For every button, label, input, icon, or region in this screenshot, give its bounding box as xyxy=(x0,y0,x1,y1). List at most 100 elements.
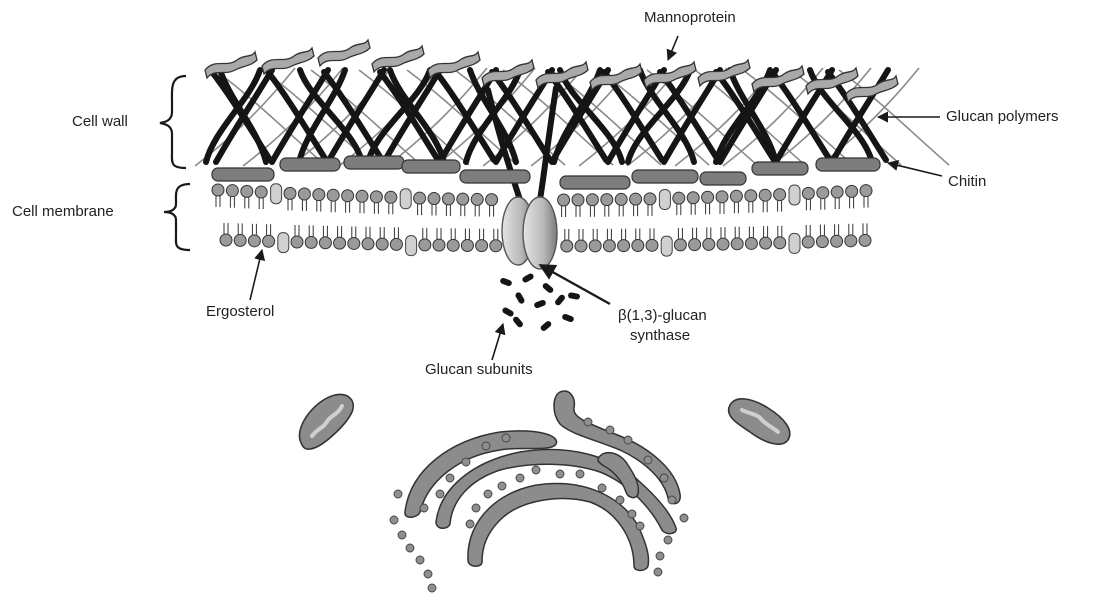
cell-membrane-brace xyxy=(164,184,190,250)
mannoprotein xyxy=(482,60,534,86)
chitin-band xyxy=(632,170,698,183)
lipid-head xyxy=(774,237,786,249)
lipid-head xyxy=(414,192,426,204)
ergosterol xyxy=(661,236,672,256)
label-cell-membrane: Cell membrane xyxy=(12,202,114,221)
lipid-head xyxy=(284,187,296,199)
lipid-head xyxy=(760,237,772,249)
cell-wall-brace xyxy=(160,76,186,168)
lipid-head xyxy=(716,191,728,203)
chitin-band xyxy=(402,160,460,173)
lipid-head xyxy=(305,236,317,248)
lipid-head xyxy=(447,239,459,251)
lipid-head xyxy=(575,240,587,252)
chitin-callout xyxy=(888,163,942,176)
glucan-subunit xyxy=(499,277,512,287)
lipid-head xyxy=(601,194,613,206)
lipid-head xyxy=(327,189,339,201)
lipid-head xyxy=(241,185,253,197)
ribosome xyxy=(484,490,492,498)
lipid-head xyxy=(702,191,714,203)
lipid-head xyxy=(586,194,598,206)
endoplasmic-reticulum xyxy=(405,391,680,570)
lipid-head xyxy=(687,192,699,204)
lipid-head xyxy=(334,237,346,249)
lipid-head xyxy=(486,194,498,206)
glucan-subunit xyxy=(501,306,514,317)
chitin-band xyxy=(212,168,274,181)
ribosome xyxy=(516,474,524,482)
ribosome xyxy=(598,484,606,492)
ribosome xyxy=(398,531,406,539)
ribosome xyxy=(436,490,444,498)
ergosterol xyxy=(400,189,411,209)
ribosome xyxy=(644,456,652,464)
lipid-head xyxy=(603,240,615,252)
label-synthase-line2: synthase xyxy=(630,326,690,345)
lipid-head xyxy=(385,191,397,203)
chitin-band xyxy=(560,176,630,189)
lipid-head xyxy=(356,190,368,202)
lipid-head xyxy=(831,235,843,247)
glucan-subunit xyxy=(533,299,546,309)
lipid-head xyxy=(390,238,402,250)
lipid-head xyxy=(376,238,388,250)
lipid-head xyxy=(846,185,858,197)
glucan-subunit xyxy=(554,293,566,306)
ergosterol xyxy=(789,185,800,205)
ribosome xyxy=(428,584,436,592)
ribosome xyxy=(576,470,584,478)
lipid-head xyxy=(298,188,310,200)
mannoprotein xyxy=(536,62,588,88)
label-chitin: Chitin xyxy=(948,172,986,191)
lipid-head xyxy=(817,187,829,199)
label-glucan-polymers: Glucan polymers xyxy=(946,107,1059,126)
lipid-head xyxy=(313,189,325,201)
ribosome xyxy=(420,504,428,512)
lipid-head xyxy=(731,238,743,250)
lipid-head xyxy=(255,186,267,198)
glucan-synthase-enzyme xyxy=(502,197,557,269)
lipid-head xyxy=(370,191,382,203)
ergosterol xyxy=(278,233,289,253)
lipid-head xyxy=(845,235,857,247)
chitin-band xyxy=(752,162,808,175)
ribosome xyxy=(390,516,398,524)
lipid-head xyxy=(362,238,374,250)
lipid-head xyxy=(490,240,502,252)
lipid-head xyxy=(442,193,454,205)
label-glucan-subunits: Glucan subunits xyxy=(425,360,533,379)
ribosome xyxy=(628,510,636,518)
lipid-head xyxy=(428,193,440,205)
chitin-band xyxy=(816,158,880,171)
glucan-subunit xyxy=(521,272,534,283)
lipid-head xyxy=(759,189,771,201)
lipid-head xyxy=(291,236,303,248)
ribosome xyxy=(406,544,414,552)
ribosome xyxy=(556,470,564,478)
lipid-head xyxy=(419,239,431,251)
lipid-head xyxy=(632,240,644,252)
glucan-polymers xyxy=(206,70,888,200)
lipid-head xyxy=(476,240,488,252)
lipid-head xyxy=(561,240,573,252)
ribosome xyxy=(502,434,510,442)
lipid-head xyxy=(717,238,729,250)
lipid-head xyxy=(212,184,224,196)
ribosome xyxy=(668,496,676,504)
lipid-head xyxy=(433,239,445,251)
ergosterol-callout xyxy=(250,250,262,300)
lipid-head xyxy=(630,193,642,205)
lipid-head xyxy=(342,190,354,202)
organelle-left xyxy=(299,394,353,449)
glucan-subunit xyxy=(512,315,524,328)
lipid-head xyxy=(745,237,757,249)
lipid-head xyxy=(774,189,786,201)
ergosterol xyxy=(271,184,282,204)
mannoprotein xyxy=(318,40,370,66)
ribosome xyxy=(664,536,672,544)
lipid-head xyxy=(226,185,238,197)
lipid-head xyxy=(831,186,843,198)
